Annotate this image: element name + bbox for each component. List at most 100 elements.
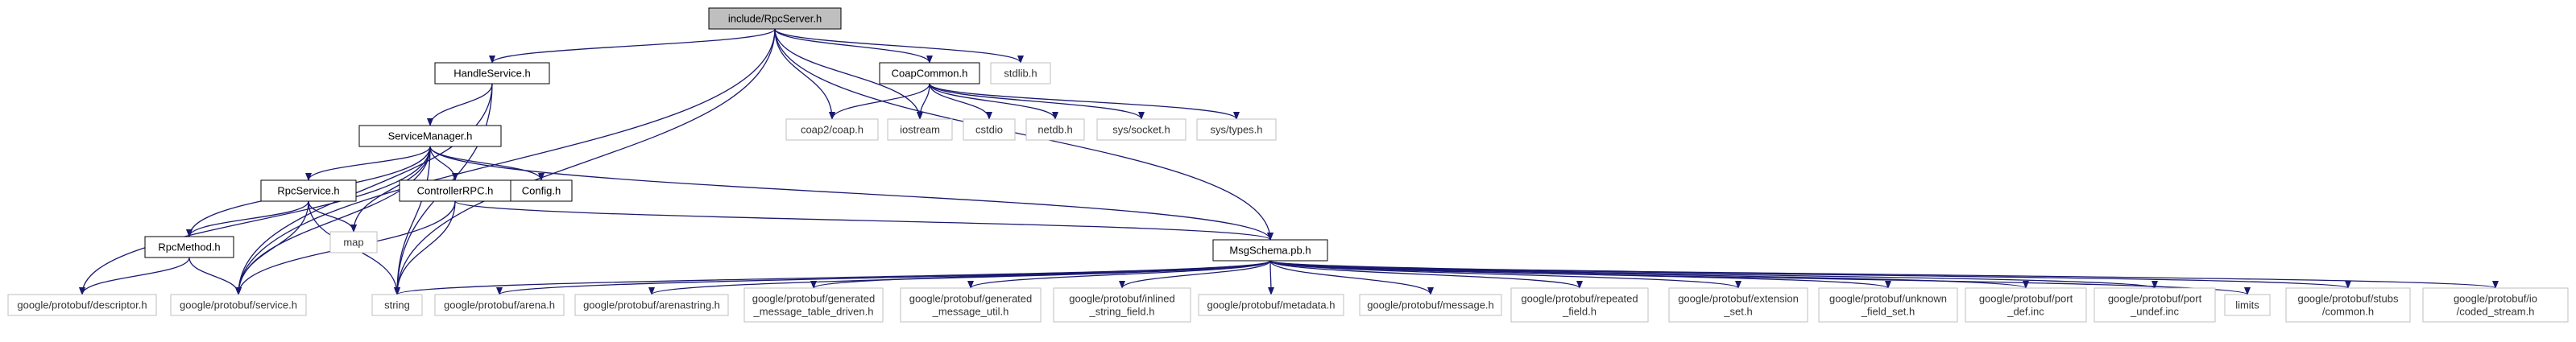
edge-rpcservice-to-service xyxy=(235,200,309,295)
edge-servicemanager-to-descriptor xyxy=(79,146,431,295)
node-box xyxy=(574,294,729,316)
node-rpcmethod[interactable]: RpcMethod.h xyxy=(144,236,234,258)
edge-coapcommon-to-syssocket xyxy=(929,83,1145,120)
node-service: google/protobuf/service.h xyxy=(170,294,307,316)
node-rpcserver[interactable]: include/RpcServer.h xyxy=(708,7,842,30)
edge-coapcommon-to-iostream xyxy=(917,83,930,120)
edge-msgschema-to-gen_table xyxy=(810,260,1271,289)
node-box xyxy=(879,62,980,84)
node-stdlib: stdlib.h xyxy=(990,62,1051,84)
edge-servicemanager-to-msgschema xyxy=(429,146,1274,241)
node-box xyxy=(887,118,953,141)
edge-rpcserver-to-coapcommon xyxy=(774,28,933,64)
edge-rpcserver-to-iostream xyxy=(774,28,923,120)
edge-msgschema-to-inlined xyxy=(1119,260,1271,289)
node-box xyxy=(510,179,573,202)
edge-msgschema-to-extension xyxy=(1269,260,1741,289)
node-coapcommon[interactable]: CoapCommon.h xyxy=(879,62,980,84)
node-arena: google/protobuf/arena.h xyxy=(434,294,565,316)
node-box xyxy=(708,7,842,30)
node-label: ControllerRPC.h xyxy=(417,185,494,197)
node-box xyxy=(1510,287,1649,323)
node-port_undef: google/protobuf/port_undef.inc xyxy=(2094,287,2216,323)
node-label: map xyxy=(343,237,363,249)
node-box xyxy=(990,62,1051,84)
edge-handleservice-to-service xyxy=(235,83,493,295)
node-label: _field.h xyxy=(1562,306,1597,318)
node-label: MsgSchema.pb.h xyxy=(1229,245,1311,257)
edge-controllerrpc-to-msgschema xyxy=(454,200,1274,241)
edge-servicemanager-to-string xyxy=(394,146,431,295)
node-box xyxy=(1965,287,2087,323)
node-box xyxy=(399,179,511,202)
node-label: stdlib.h xyxy=(1004,68,1037,80)
node-box xyxy=(1212,239,1328,262)
node-message: google/protobuf/message.h xyxy=(1359,294,1502,316)
node-label: google/protobuf/arenastring.h xyxy=(583,299,720,311)
node-box xyxy=(1025,118,1085,141)
node-servicemanager[interactable]: ServiceManager.h xyxy=(358,125,502,147)
node-label: google/protobuf/repeated xyxy=(1521,293,1638,305)
edge-rpcserver-to-handleservice xyxy=(489,28,776,64)
node-limits: limits xyxy=(2224,294,2271,316)
node-string: string xyxy=(371,294,423,316)
edge-servicemanager-to-controllerrpc xyxy=(429,146,458,181)
edge-msgschema-to-metadata xyxy=(1267,260,1274,295)
node-coded_stream: google/protobuf/io/coded_stream.h xyxy=(2422,287,2569,323)
node-netdb: netdb.h xyxy=(1025,118,1085,141)
node-label: sys/socket.h xyxy=(1112,124,1170,136)
edge-rpcservice-to-rpcmethod xyxy=(186,200,309,237)
node-label: limits xyxy=(2235,299,2259,311)
edge-coapcommon-to-coap2 xyxy=(829,83,930,120)
node-label: RpcMethod.h xyxy=(158,241,220,253)
node-label: google/protobuf/generated xyxy=(909,293,1033,305)
node-unknown: google/protobuf/unknown_field_set.h xyxy=(1818,287,1958,323)
node-box xyxy=(2224,294,2271,316)
node-label: google/protobuf/port xyxy=(2108,293,2202,305)
edge-msgschema-to-gen_util xyxy=(967,260,1271,289)
node-label: _message_table_driven.h xyxy=(753,306,874,318)
edge-rpcserver-to-stdlib xyxy=(774,28,1024,64)
node-rpcservice[interactable]: RpcService.h xyxy=(260,179,357,202)
node-label: _string_field.h xyxy=(1089,306,1155,318)
node-label: _field_set.h xyxy=(1861,306,1915,318)
edge-msgschema-to-message xyxy=(1269,260,1434,295)
node-label: google/protobuf/io xyxy=(2454,293,2537,305)
node-label: CoapCommon.h xyxy=(892,68,968,80)
node-controllerrpc[interactable]: ControllerRPC.h xyxy=(399,179,511,202)
node-box xyxy=(144,236,234,258)
node-box xyxy=(1053,287,1191,323)
node-box xyxy=(1818,287,1958,323)
node-label: cstdio xyxy=(975,124,1003,136)
node-config[interactable]: Config.h xyxy=(510,179,573,202)
node-label: google/protobuf/metadata.h xyxy=(1207,299,1335,311)
node-iostream: iostream xyxy=(887,118,953,141)
edge-msgschema-to-coded_stream xyxy=(1269,260,2499,289)
node-box xyxy=(963,118,1016,141)
node-repeated: google/protobuf/repeated_field.h xyxy=(1510,287,1649,323)
node-box xyxy=(1096,118,1187,141)
node-msgschema[interactable]: MsgSchema.pb.h xyxy=(1212,239,1328,262)
edge-coapcommon-to-cstdio xyxy=(929,83,992,120)
edge-rpcservice-to-map xyxy=(308,200,357,233)
node-port_def: google/protobuf/port_def.inc xyxy=(1965,287,2087,323)
node-stubs_common: google/protobuf/stubs/common.h xyxy=(2285,287,2411,323)
node-box xyxy=(1359,294,1502,316)
node-box xyxy=(434,62,550,84)
node-label: google/protobuf/extension xyxy=(1678,293,1799,305)
edge-rpcmethod-to-service xyxy=(188,257,242,295)
node-label: google/protobuf/unknown xyxy=(1829,293,1947,305)
edge-servicemanager-to-config xyxy=(429,146,545,181)
node-label: google/protobuf/stubs xyxy=(2297,293,2399,305)
node-label: RpcService.h xyxy=(277,185,339,197)
edge-rpcmethod-to-descriptor xyxy=(79,257,190,295)
dependency-edges xyxy=(79,28,2499,295)
node-label: sys/types.h xyxy=(1210,124,1262,136)
node-box xyxy=(170,294,307,316)
node-handleservice[interactable]: HandleService.h xyxy=(434,62,550,84)
node-box xyxy=(2422,287,2569,323)
edge-coapcommon-to-netdb xyxy=(929,83,1058,120)
node-arenastring: google/protobuf/arenastring.h xyxy=(574,294,729,316)
node-label: include/RpcServer.h xyxy=(728,13,822,25)
